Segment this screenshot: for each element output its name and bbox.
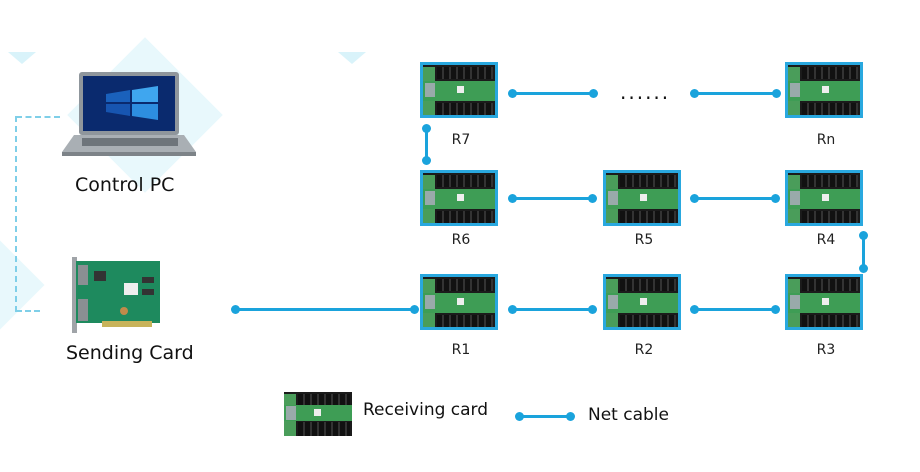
cable-endpoint bbox=[231, 305, 240, 314]
cable-endpoint bbox=[422, 156, 431, 165]
dashed-connector bbox=[15, 116, 17, 312]
sending-card-icon bbox=[72, 257, 162, 333]
cable-endpoint bbox=[589, 89, 598, 98]
cable-endpoint bbox=[772, 89, 781, 98]
dashed-connector bbox=[16, 310, 40, 312]
dashed-connector bbox=[16, 116, 60, 118]
cable-endpoint bbox=[859, 264, 868, 273]
net-cable bbox=[425, 128, 428, 160]
receiver-label: R3 bbox=[816, 342, 836, 358]
cable-endpoint bbox=[771, 305, 780, 314]
control-pc-label: Control PC bbox=[75, 174, 175, 196]
receiving-card-r4 bbox=[785, 170, 863, 226]
receiving-card-rn bbox=[785, 62, 863, 118]
legend-receiving-card-icon bbox=[284, 392, 352, 436]
receiver-label: R5 bbox=[634, 232, 654, 248]
cable-endpoint bbox=[588, 305, 597, 314]
receiver-label: R2 bbox=[634, 342, 654, 358]
cable-endpoint bbox=[771, 194, 780, 203]
legend-cable-endpoint bbox=[566, 412, 575, 421]
receiver-label: R6 bbox=[451, 232, 471, 248]
cable-endpoint bbox=[588, 194, 597, 203]
receiving-card-r5 bbox=[603, 170, 681, 226]
legend-net-cable-icon bbox=[519, 415, 571, 418]
net-cable bbox=[512, 308, 592, 311]
net-cable bbox=[862, 235, 865, 269]
decor-triangle bbox=[8, 52, 36, 64]
net-cable bbox=[694, 197, 774, 200]
receiving-card-r2 bbox=[603, 274, 681, 330]
receiver-label: R7 bbox=[451, 132, 471, 148]
legend-receiving-card-label: Receiving card bbox=[363, 400, 489, 420]
laptop-icon bbox=[62, 72, 198, 162]
net-cable bbox=[694, 308, 774, 311]
receiver-label: R1 bbox=[451, 342, 471, 358]
decor-diamond bbox=[0, 235, 45, 335]
net-cable bbox=[512, 92, 594, 95]
net-cable bbox=[236, 308, 416, 311]
receiver-label: R4 bbox=[816, 232, 836, 248]
legend-net-cable-label: Net cable bbox=[588, 405, 669, 425]
receiving-card-r1 bbox=[420, 274, 498, 330]
receiving-card-r3 bbox=[785, 274, 863, 330]
sending-card-label: Sending Card bbox=[66, 342, 194, 364]
receiving-card-r7 bbox=[420, 62, 498, 118]
net-cable bbox=[694, 92, 776, 95]
cable-endpoint bbox=[410, 305, 419, 314]
receiving-card-r6 bbox=[420, 170, 498, 226]
ellipsis: ...... bbox=[620, 80, 671, 104]
decor-triangle bbox=[338, 52, 366, 64]
net-cable bbox=[512, 197, 592, 200]
receiver-label: Rn bbox=[816, 132, 836, 148]
